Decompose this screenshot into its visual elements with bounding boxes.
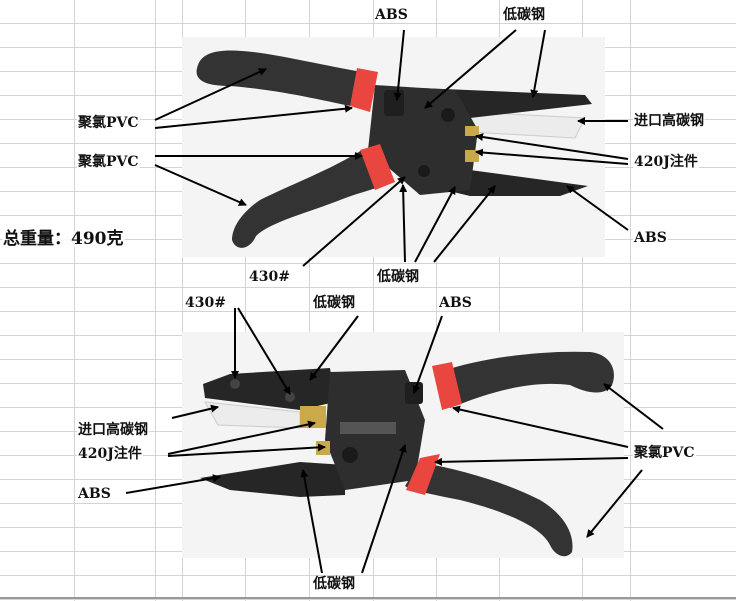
grid-column-line [499,0,500,601]
lower-handle [405,462,573,557]
label-imported-high-carbon-steel: 进口高碳钢 [77,422,149,438]
upper-handle [196,50,362,108]
top-pliers [196,50,592,248]
brass-insert [465,126,479,136]
label-430-steel: 430# [248,269,291,285]
bottom-pliers [200,351,614,557]
pivot-screw [441,108,455,122]
pivot-screw [342,447,358,463]
label-abs: ABS [438,295,473,311]
label-pvc: 聚氯PVC [77,115,140,131]
label-imported-high-carbon-steel: 进口高碳钢 [633,113,705,129]
label-low-carbon-steel: 低碳钢 [312,576,356,592]
screw [418,165,430,177]
label-abs: ABS [633,230,668,246]
window-bottom-border [0,597,736,599]
label-430-steel: 430# [184,295,227,311]
grid-column-line [74,0,75,601]
label-abs: ABS [77,486,112,502]
annotation-arrows [125,29,664,574]
grid-column-line [182,0,183,601]
label-420j-insert: 420J注件 [77,446,143,462]
label-abs: ABS [374,7,409,23]
grid-column-line [373,0,374,601]
grid-column-line [155,0,156,601]
label-low-carbon-steel: 低碳钢 [502,7,546,23]
grid-column-line [245,0,246,601]
grid-column-line [582,0,583,601]
red-band [350,68,378,112]
label-low-carbon-steel: 低碳钢 [376,269,420,285]
label-pvc: 聚氯PVC [633,445,696,461]
upper-handle [440,351,614,408]
grid-column-line [309,0,310,601]
label-420j-insert: 420J注件 [633,154,699,170]
total-weight: 总重量：490克 [2,229,125,249]
brand-plate [340,422,396,434]
lower-jaw [445,168,588,196]
lower-jaw [200,462,345,497]
red-band [406,454,440,495]
lock-button [384,90,404,116]
lower-handle [232,150,392,248]
label-pvc: 聚氯PVC [77,154,140,170]
brass-insert [300,406,326,428]
red-band [432,362,462,410]
label-low-carbon-steel: 低碳钢 [312,295,356,311]
red-band [360,144,395,190]
grid-column-line [436,0,437,601]
grid-column-line [630,0,631,601]
rivet [230,379,240,389]
